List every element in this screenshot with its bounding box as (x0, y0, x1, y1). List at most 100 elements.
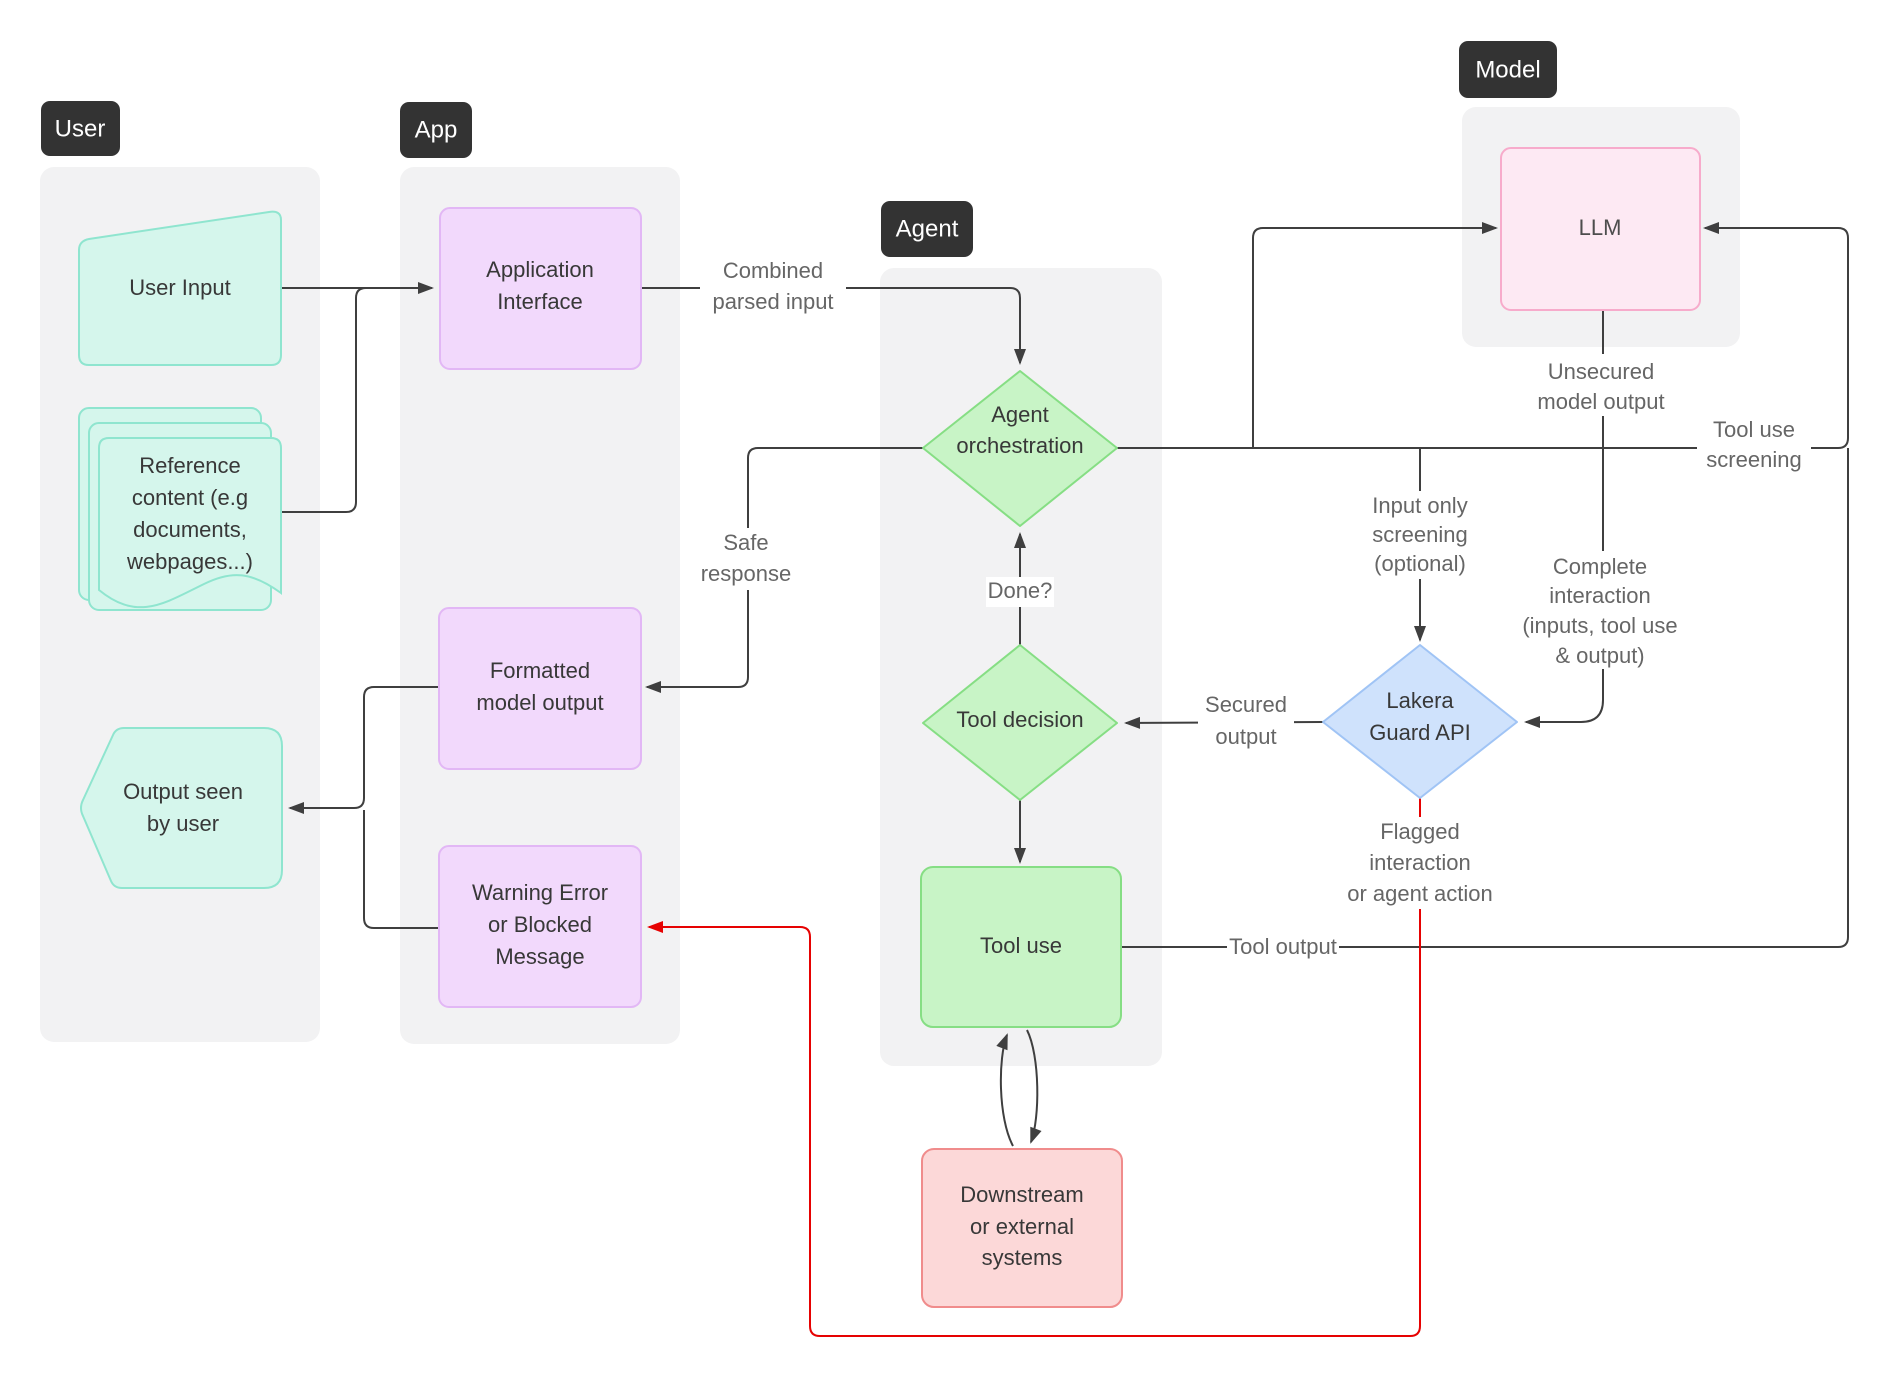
svg-text:Application: Application (486, 257, 594, 282)
svg-text:systems: systems (982, 1245, 1063, 1270)
svg-text:output: output (1215, 724, 1276, 749)
tool-use-screening-label: Tool use screening (1706, 417, 1801, 472)
safe-label-bg (700, 528, 792, 590)
user-badge-label: User (55, 115, 106, 142)
svg-text:model output: model output (1537, 389, 1664, 414)
flagged-interaction-label: Flagged interaction or agent action (1347, 819, 1493, 906)
downstream-systems-node: Downstream or external systems (921, 1148, 1123, 1308)
output-seen-node: Output seen by user (80, 727, 283, 889)
input-only-screening-label: Input only screening (optional) (1372, 493, 1467, 576)
llm-node: LLM (1500, 147, 1701, 311)
secured-output-label: Secured output (1205, 692, 1287, 749)
input-only-label-bg (1362, 491, 1478, 579)
user-input-shape (78, 210, 282, 366)
svg-text:Guard API: Guard API (1369, 720, 1471, 745)
llm-label: LLM (1579, 215, 1622, 240)
user-input-label: User Input (129, 275, 231, 300)
tool-decision-label: Tool decision (956, 707, 1083, 732)
svg-text:response: response (701, 561, 792, 586)
tool-use-shape (920, 866, 1122, 1028)
combined-parsed-input-label: Combined parsed input (712, 258, 833, 314)
edge-tool-use-to-downstream (1026, 1029, 1042, 1144)
output-seen-shape (80, 727, 283, 889)
tool-screening-label-bg (1697, 414, 1811, 476)
agent-badge: Agent (881, 201, 973, 257)
edge-formatted-to-output-seen (288, 686, 439, 814)
edge-tool-output (1121, 448, 1849, 948)
application-interface-shape (439, 207, 642, 370)
app-badge: App (400, 102, 472, 158)
tool-decision-shape (922, 644, 1118, 801)
svg-text:Agent: Agent (991, 402, 1049, 427)
svg-text:Tool use: Tool use (1713, 417, 1795, 442)
combined-label-bg (700, 256, 846, 318)
svg-text:interaction: interaction (1369, 850, 1471, 875)
tool-decision-node: Tool decision (922, 644, 1118, 801)
lakera-guard-api-node: Lakera Guard API (1322, 644, 1518, 799)
model-badge-label: Model (1475, 56, 1540, 83)
svg-text:Interface: Interface (497, 289, 583, 314)
svg-text:Reference: Reference (139, 453, 241, 478)
tool-use-node: Tool use (920, 866, 1122, 1028)
svg-text:Unsecured: Unsecured (1548, 359, 1654, 384)
edge-warning-to-output-seen (363, 810, 439, 929)
svg-text:Secured: Secured (1205, 692, 1287, 717)
downstream-systems-shape (921, 1148, 1123, 1308)
edge-llm-to-lakera (1524, 310, 1604, 728)
svg-text:Complete: Complete (1553, 554, 1647, 579)
svg-text:Formatted: Formatted (490, 658, 590, 683)
lakera-guard-api-shape (1322, 644, 1518, 799)
done-label-bg (986, 577, 1054, 607)
application-interface-node: Application Interface (439, 207, 642, 370)
svg-text:model output: model output (476, 690, 603, 715)
safe-response-label: Safe response (701, 530, 792, 586)
svg-text:orchestration: orchestration (956, 433, 1083, 458)
svg-text:or agent action: or agent action (1347, 881, 1493, 906)
unsecured-model-output-label: Unsecured model output (1537, 359, 1664, 414)
done-label: Done? (988, 578, 1053, 603)
svg-text:webpages...): webpages...) (126, 549, 253, 574)
app-panel (400, 167, 680, 1044)
complete-interaction-label: Complete interaction (inputs, tool use &… (1522, 554, 1677, 668)
svg-text:parsed input: parsed input (712, 289, 833, 314)
edge-downstream-to-tool-use (996, 1033, 1014, 1147)
reference-document-shape (98, 437, 282, 609)
edge-flagged-to-warning (647, 798, 1421, 1337)
llm-shape (1500, 147, 1701, 311)
user-badge: User (41, 101, 120, 156)
model-badge: Model (1459, 41, 1557, 98)
app-badge-label: App (415, 116, 458, 143)
svg-text:Warning Error: Warning Error (472, 880, 608, 905)
agent-orchestration-shape (922, 370, 1118, 527)
formatted-model-output-shape (438, 607, 642, 770)
svg-text:(optional): (optional) (1374, 551, 1466, 576)
svg-text:by user: by user (147, 811, 219, 836)
tool-output-label-bg (1227, 931, 1339, 963)
edge-orchestration-to-llm (1252, 222, 1498, 448)
svg-text:or external: or external (970, 1214, 1074, 1239)
warning-message-shape (438, 845, 642, 1008)
svg-text:Lakera: Lakera (1386, 688, 1454, 713)
edge-tool-use-screening-to-llm (1117, 222, 1849, 449)
svg-text:Flagged: Flagged (1380, 819, 1460, 844)
svg-text:content (e.g: content (e.g (132, 485, 248, 510)
user-input-node: User Input (78, 210, 282, 366)
unsecured-label-bg (1519, 354, 1683, 416)
svg-text:Combined: Combined (723, 258, 823, 283)
complete-label-bg (1517, 551, 1683, 669)
svg-text:Safe: Safe (723, 530, 768, 555)
svg-text:& output): & output) (1555, 643, 1644, 668)
tool-use-label: Tool use (980, 933, 1062, 958)
svg-text:screening: screening (1372, 522, 1467, 547)
edge-reference-to-app-interface (282, 287, 367, 513)
svg-text:(inputs, tool use: (inputs, tool use (1522, 613, 1677, 638)
agent-badge-label: Agent (896, 215, 959, 242)
edge-app-interface-to-agent-orchestration (641, 287, 1026, 365)
tool-output-label: Tool output (1229, 934, 1337, 959)
formatted-model-output-node: Formatted model output (438, 607, 642, 770)
svg-text:Input only: Input only (1372, 493, 1467, 518)
secured-label-bg (1198, 688, 1294, 752)
agent-orchestration-node: Agent orchestration (922, 370, 1118, 527)
